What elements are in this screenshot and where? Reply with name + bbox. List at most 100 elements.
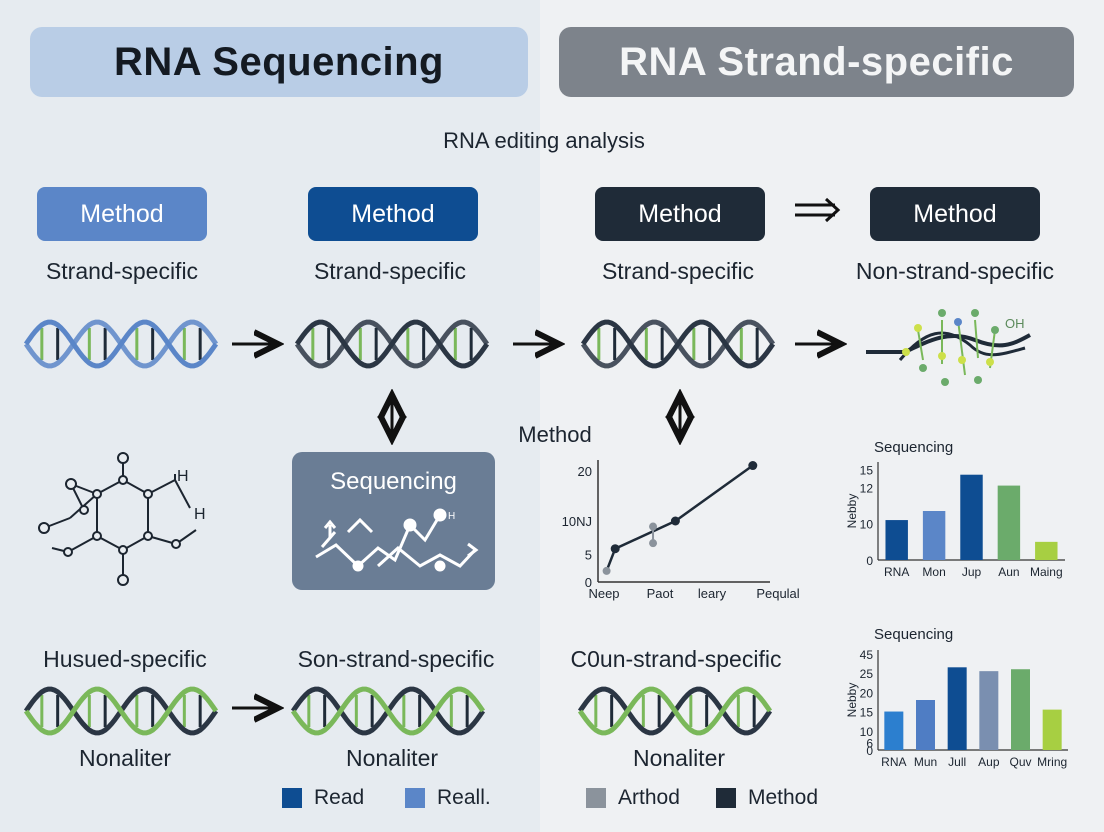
strand-label-1: Strand-specific — [45, 258, 199, 284]
bar — [884, 711, 904, 750]
x-tick-label: Mun — [914, 755, 937, 769]
bar — [1042, 709, 1062, 750]
method-label-1: Method — [80, 199, 164, 228]
bar — [979, 671, 999, 750]
legend-item-reall: Reall. — [405, 786, 491, 810]
x-tick-label: Paot — [647, 586, 674, 601]
x-tick-label: Mon — [922, 565, 945, 579]
x-tick-label: Aup — [978, 755, 1000, 769]
nonaliter-label-1: Nonaliter — [78, 745, 172, 771]
legend-swatch — [405, 788, 425, 808]
method-box-3: Method — [595, 187, 765, 241]
bottom-label-2: Son-strand-specific — [297, 646, 495, 672]
bar — [960, 474, 983, 560]
center-method-label: Method — [518, 422, 592, 447]
legend-swatch — [716, 788, 736, 808]
bar — [922, 511, 946, 560]
molecule-h-label-bottom: H — [194, 506, 206, 523]
bar — [947, 667, 967, 750]
double-arrow-icon — [795, 197, 841, 223]
legend-label: Method — [748, 786, 819, 809]
chart-title: Sequencing — [874, 439, 953, 456]
bar — [916, 700, 935, 750]
y-tick-label: 25 — [860, 667, 874, 681]
method-label-2: Method — [351, 199, 435, 228]
y-tick-label: 20 — [578, 464, 592, 479]
non-strand-molecule-icon — [866, 309, 1031, 386]
legend-item-method: Method — [716, 786, 818, 810]
sequencing-box-h-label: H — [448, 511, 455, 522]
header-rna-strand-specific: RNA Strand-specific — [559, 27, 1074, 97]
legend-item-read: Read — [282, 786, 364, 810]
y-tick-label: 5 — [585, 547, 592, 562]
y-tick-label: 20 — [860, 686, 874, 700]
dna-helix-icon — [577, 686, 773, 736]
nonaliter-label-3: Nonaliter — [632, 745, 726, 771]
helix-row-top — [23, 319, 776, 369]
dna-helix-icon — [580, 319, 776, 369]
y-tick-label: 6 — [866, 736, 873, 750]
y-axis-label: 10NJ — [562, 514, 592, 529]
y-tick-label: 15 — [860, 463, 874, 477]
x-tick-label: Jup — [962, 565, 982, 579]
y-tick-label: 10 — [860, 518, 874, 532]
data-point — [748, 461, 758, 471]
y-tick-label: 45 — [860, 648, 874, 662]
subtitle: RNA editing analysis — [443, 128, 645, 153]
y-tick-label: 0 — [585, 575, 592, 590]
y-axis-label: Nebby — [845, 494, 859, 529]
legend-label: Read — [314, 786, 365, 809]
bar — [885, 520, 908, 560]
sequencing-box-title: Sequencing — [330, 468, 457, 495]
x-tick-label: RNA — [881, 755, 906, 769]
x-tick-label: leary — [698, 586, 727, 601]
small-oh-label: OH — [1005, 316, 1025, 331]
x-tick-label: Mring — [1037, 755, 1067, 769]
y-tick-label: 15 — [860, 706, 874, 720]
dna-helix-icon — [294, 319, 490, 369]
x-tick-label: Aun — [998, 565, 1019, 579]
legend-label: Arthod — [618, 786, 680, 809]
y-tick-label: 0 — [866, 554, 873, 568]
bar — [1011, 669, 1030, 750]
legend-swatch — [282, 788, 302, 808]
molecule-h-label-top: H — [177, 468, 189, 485]
y-tick-label: 10 — [860, 725, 874, 739]
x-tick-label: RNA — [884, 565, 909, 579]
dna-helix-icon — [23, 319, 219, 369]
chart-title: Sequencing — [874, 626, 953, 643]
header-rna-sequencing: RNA Sequencing — [30, 27, 528, 97]
legend-swatch — [586, 788, 606, 808]
dna-helix-icon — [290, 686, 486, 736]
x-tick-label: Maing — [1030, 565, 1063, 579]
helix-row-bottom — [23, 686, 773, 736]
gray-data-point — [602, 566, 611, 575]
x-tick-label: Neep — [588, 586, 619, 601]
method-box-4: Method — [870, 187, 1040, 241]
x-tick-label: Jull — [948, 755, 966, 769]
y-tick-label: 12 — [860, 481, 874, 495]
right-panel-background — [540, 0, 1104, 832]
sequencing-wave-icon — [315, 508, 479, 572]
nonaliter-label-2: Nonaliter — [345, 745, 439, 771]
method-label-3: Method — [638, 199, 722, 228]
legend-label: Reall. — [437, 786, 491, 809]
strand-label-4: Non-strand-specific — [855, 258, 1055, 284]
y-tick-label: 0 — [866, 744, 873, 758]
strand-label-2: Strand-specific — [313, 258, 467, 284]
bar — [1035, 541, 1058, 560]
dna-helix-icon — [23, 686, 219, 736]
x-tick-label: Quv — [1009, 755, 1031, 769]
gray-data-point — [649, 522, 658, 531]
series-line — [605, 464, 754, 572]
gray-data-point — [649, 539, 658, 548]
sequencing-box: Sequencing — [292, 452, 495, 590]
bar — [997, 485, 1021, 560]
bottom-label-3: C0un-strand-specific — [570, 646, 782, 672]
